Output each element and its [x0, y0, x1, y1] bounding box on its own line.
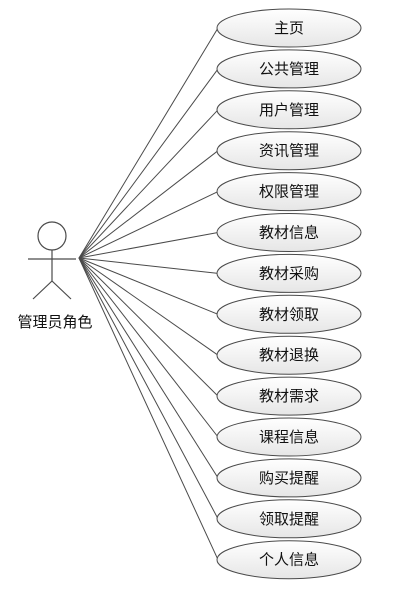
actor-label: 管理员角色 — [17, 313, 93, 331]
use-case-ellipse — [216, 49, 362, 89]
use-case[interactable]: 资讯管理 — [216, 131, 362, 171]
use-case[interactable]: 购买提醒 — [216, 458, 362, 498]
association-line — [78, 150, 219, 259]
association-line — [78, 27, 219, 259]
association-line — [78, 257, 219, 274]
use-case[interactable]: 个人信息 — [216, 540, 362, 580]
use-case-label: 教材需求 — [259, 387, 319, 405]
association-lines — [78, 27, 219, 560]
use-case-ellipse — [216, 8, 362, 48]
use-case-ellipse — [216, 90, 362, 130]
association-line — [78, 257, 219, 315]
use-case-label: 购买提醒 — [259, 469, 319, 487]
use-case-label: 课程信息 — [259, 428, 319, 446]
use-case[interactable]: 领取提醒 — [216, 499, 362, 539]
use-case[interactable]: 教材领取 — [216, 294, 362, 334]
use-cases: 主页公共管理用户管理资讯管理权限管理教材信息教材采购教材领取教材退换教材需求课程… — [216, 8, 362, 580]
use-case-ellipse — [216, 417, 362, 457]
use-case-label: 教材领取 — [259, 305, 319, 323]
use-case-label: 主页 — [274, 19, 304, 37]
use-case-label: 教材退换 — [259, 346, 319, 364]
actor-head — [37, 221, 67, 251]
use-case[interactable]: 教材退换 — [216, 335, 362, 375]
use-case[interactable]: 教材采购 — [216, 253, 362, 293]
use-case-label: 个人信息 — [259, 551, 319, 569]
use-case[interactable]: 权限管理 — [216, 172, 362, 212]
use-case-ellipse — [216, 499, 362, 539]
use-case[interactable]: 公共管理 — [216, 49, 362, 89]
use-case-ellipse — [216, 458, 362, 498]
association-line — [78, 191, 219, 259]
association-line — [78, 257, 219, 520]
actor-left-leg — [32, 280, 53, 300]
association-line — [78, 257, 219, 438]
use-case-ellipse — [216, 253, 362, 293]
use-case-ellipse — [216, 213, 362, 252]
use-case[interactable]: 用户管理 — [216, 90, 362, 130]
use-case-ellipse — [216, 335, 362, 375]
use-case-label: 教材采购 — [259, 264, 319, 282]
association-line — [78, 68, 219, 259]
use-case-label: 教材信息 — [259, 224, 319, 242]
use-case[interactable]: 课程信息 — [216, 417, 362, 457]
actor-figure — [28, 221, 76, 300]
use-case-label: 用户管理 — [259, 101, 319, 119]
association-line — [78, 257, 219, 397]
use-case[interactable]: 主页 — [216, 8, 362, 48]
use-case-label: 权限管理 — [259, 183, 319, 201]
use-case-ellipse — [216, 376, 362, 416]
use-case[interactable]: 教材需求 — [216, 376, 362, 416]
use-case-label: 公共管理 — [259, 60, 319, 78]
association-line — [78, 257, 219, 479]
use-case-label: 资讯管理 — [259, 142, 319, 160]
association-line — [78, 257, 219, 560]
use-case-ellipse — [216, 172, 362, 212]
use-case[interactable]: 教材信息 — [216, 213, 362, 252]
use-case-ellipse — [216, 540, 362, 580]
use-case-ellipse — [216, 131, 362, 171]
actor-right-leg — [51, 280, 72, 300]
use-case-label: 领取提醒 — [259, 510, 319, 528]
association-line — [78, 232, 219, 259]
association-line — [78, 257, 219, 356]
use-case-ellipse — [216, 294, 362, 334]
association-line — [78, 109, 219, 259]
